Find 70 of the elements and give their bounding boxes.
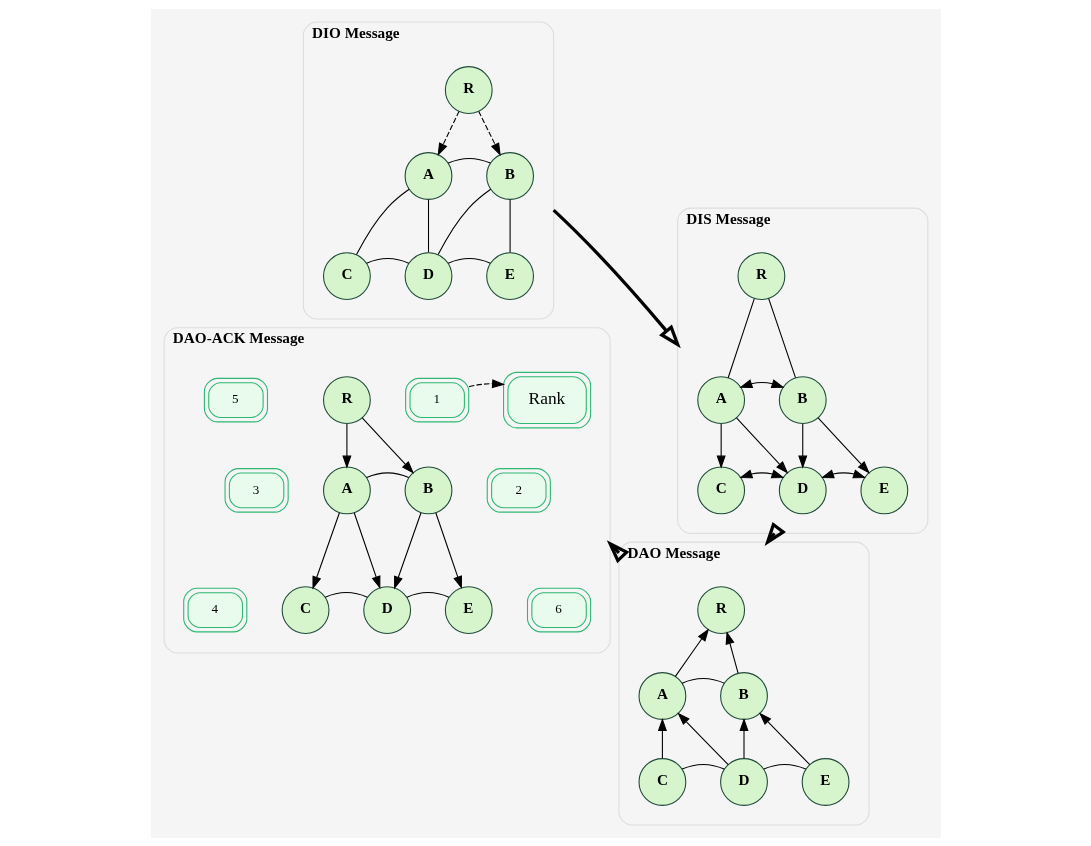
connector bbox=[324, 591, 368, 598]
connector bbox=[365, 471, 409, 478]
node-circle: E bbox=[801, 757, 850, 806]
node-circle: D bbox=[778, 465, 827, 514]
node-circle: R bbox=[444, 65, 493, 114]
node-circle: A bbox=[322, 465, 371, 514]
connector bbox=[767, 297, 796, 378]
node-box: Rank bbox=[502, 371, 591, 428]
node-circle: B bbox=[719, 671, 768, 720]
arrow bbox=[311, 511, 340, 589]
node-circle: R bbox=[736, 251, 785, 300]
connector bbox=[355, 188, 410, 255]
node-box: 6 bbox=[526, 587, 591, 632]
arrow bbox=[393, 511, 422, 589]
node-circle: D bbox=[362, 585, 411, 634]
node-circle: B bbox=[778, 375, 827, 424]
node-box: 4 bbox=[182, 587, 247, 632]
node-circle: R bbox=[322, 375, 371, 424]
arrow bbox=[341, 422, 351, 469]
arrow bbox=[353, 511, 380, 589]
arrow bbox=[437, 110, 460, 156]
arrow bbox=[657, 717, 667, 759]
node-circle: E bbox=[444, 585, 493, 634]
node-circle: A bbox=[696, 375, 745, 424]
connector bbox=[405, 591, 449, 598]
connector bbox=[681, 763, 725, 770]
node-box: 5 bbox=[203, 377, 268, 422]
arrow bbox=[797, 422, 807, 469]
arrow bbox=[738, 378, 784, 388]
arrow bbox=[820, 469, 866, 478]
connector bbox=[447, 157, 491, 164]
arrow bbox=[725, 630, 739, 674]
arrow bbox=[738, 469, 784, 478]
arrow bbox=[716, 422, 726, 469]
arrow bbox=[735, 416, 788, 474]
node-circle: R bbox=[696, 585, 745, 634]
arrow bbox=[552, 208, 681, 348]
node-circle: C bbox=[637, 757, 686, 806]
node-circle: C bbox=[696, 465, 745, 514]
connector bbox=[427, 198, 429, 253]
node-circle: A bbox=[637, 671, 686, 720]
connector bbox=[727, 297, 755, 378]
connector bbox=[437, 188, 491, 255]
node-box: 1 bbox=[404, 377, 469, 422]
connector bbox=[762, 763, 806, 770]
node-circle: D bbox=[404, 251, 452, 300]
node-circle: B bbox=[485, 151, 534, 200]
node-circle: D bbox=[719, 757, 768, 806]
arrow bbox=[434, 511, 462, 589]
connector bbox=[365, 257, 409, 264]
node-circle: E bbox=[859, 465, 908, 514]
arrow bbox=[738, 717, 749, 759]
node-box: 2 bbox=[486, 467, 551, 513]
node-circle: C bbox=[281, 585, 329, 634]
node-circle: B bbox=[404, 465, 452, 514]
node-circle: C bbox=[322, 251, 371, 300]
connector bbox=[447, 257, 491, 264]
arrow bbox=[467, 378, 505, 388]
arrow bbox=[361, 416, 414, 474]
arrow bbox=[676, 711, 729, 765]
arrow bbox=[606, 539, 629, 563]
arrow bbox=[758, 711, 810, 765]
connector bbox=[509, 198, 511, 253]
node-box: 3 bbox=[224, 467, 289, 513]
node-circle: E bbox=[485, 251, 534, 300]
connector bbox=[681, 677, 725, 684]
arrow bbox=[817, 416, 870, 474]
arrow bbox=[477, 110, 501, 156]
node-circle: A bbox=[404, 151, 452, 200]
arrow bbox=[674, 627, 709, 677]
